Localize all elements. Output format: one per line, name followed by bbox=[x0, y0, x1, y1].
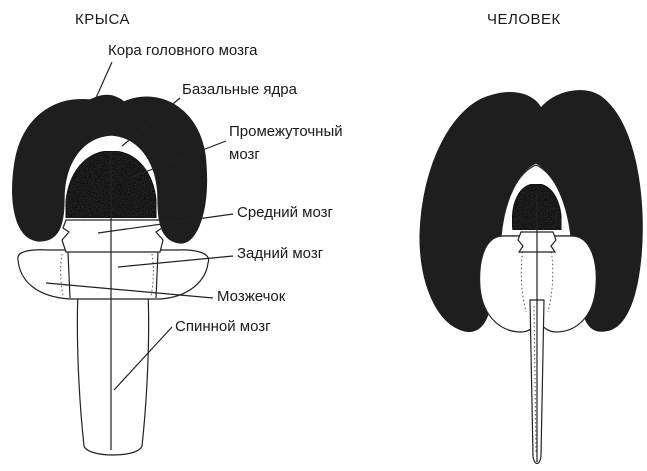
label-spinal-cord: Спинной мозг bbox=[175, 318, 271, 335]
leader-cortex bbox=[95, 62, 112, 100]
label-cortex: Кора головного мозга bbox=[108, 42, 258, 59]
label-cerebellum: Мозжечок bbox=[217, 288, 286, 305]
rat-brain: КРЫСА bbox=[13, 11, 209, 455]
rat-hindbrain bbox=[18, 250, 209, 299]
label-hindbrain: Задний мозг bbox=[237, 245, 324, 262]
label-basal-ganglia: Базальные ядра bbox=[182, 81, 298, 98]
label-diencephalon-1: Промежуточный bbox=[229, 123, 343, 140]
human-title: ЧЕЛОВЕК bbox=[487, 11, 561, 28]
human-brain: ЧЕЛОВЕК bbox=[420, 11, 642, 464]
rat-title: КРЫСА bbox=[75, 11, 130, 28]
rat-midbrain bbox=[62, 220, 163, 252]
label-diencephalon-2: мозг bbox=[229, 146, 260, 163]
label-midbrain: Средний мозг bbox=[237, 204, 334, 221]
rat-spinal-cord bbox=[77, 292, 148, 455]
